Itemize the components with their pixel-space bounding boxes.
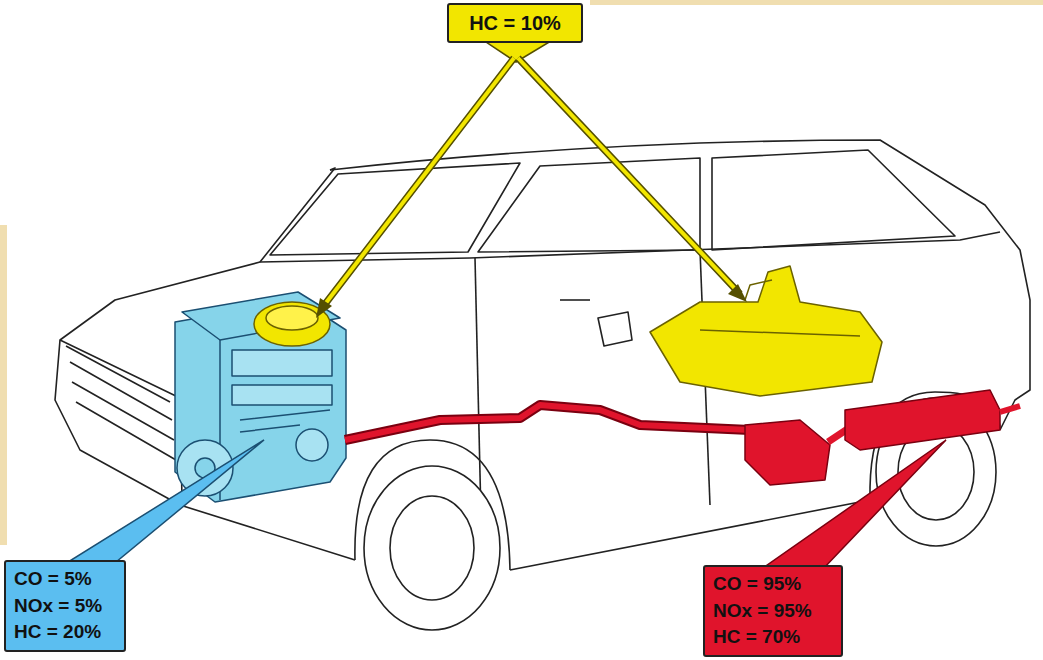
- frame-strip: [0, 225, 7, 545]
- car-body: [55, 140, 1030, 570]
- yield-callout: HC = 10%: [447, 3, 583, 43]
- emission-share: HC = 20%: [14, 619, 116, 646]
- emission-share: NOx = 5%: [14, 593, 116, 620]
- emission-share: HC = 70%: [713, 624, 833, 651]
- emission-share: NOx = 95%: [713, 598, 833, 625]
- engine-callout: CO = 5%NOx = 5%HC = 20%: [4, 560, 126, 652]
- callout-pointer: [68, 38, 946, 570]
- exhaust-callout: CO = 95%NOx = 95%HC = 70%: [703, 565, 843, 657]
- frame-strip: [590, 0, 1043, 5]
- emission-share: HC = 10%: [457, 9, 573, 37]
- fuel-tank: [650, 266, 882, 396]
- emission-share: CO = 5%: [14, 566, 116, 593]
- emission-share: CO = 95%: [713, 571, 833, 598]
- exhaust-system: [345, 390, 1020, 485]
- engine: [175, 292, 346, 502]
